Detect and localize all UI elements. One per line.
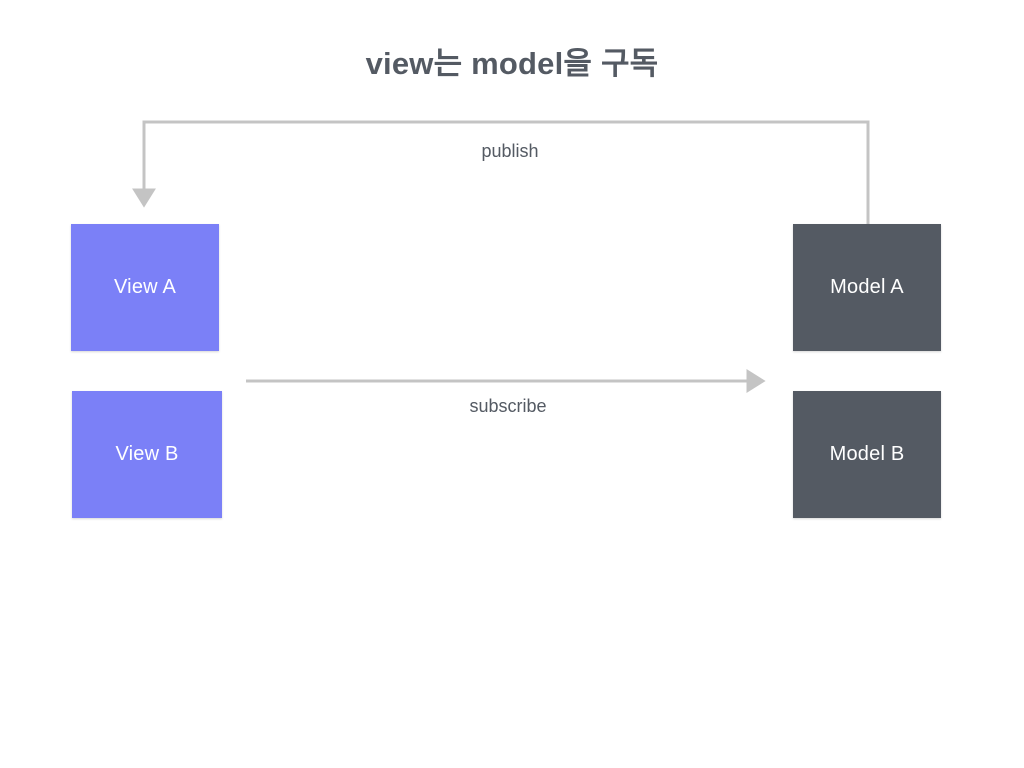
node-model-b[interactable]: Model B [793,391,941,518]
node-model-a[interactable]: Model A [793,224,941,351]
edge-publish-arrow [132,120,870,224]
node-view-a-label: View A [114,276,176,298]
node-view-b[interactable]: View B [72,391,222,518]
edge-label-subscribe: subscribe [469,396,547,416]
node-view-b-label: View B [115,443,179,465]
node-view-a[interactable]: View A [71,224,219,351]
node-model-b-label: Model B [829,443,905,465]
edge-label-publish: publish [481,141,539,161]
page-title: view는 model을 구독 [365,46,659,81]
node-model-a-label: Model A [830,276,904,298]
